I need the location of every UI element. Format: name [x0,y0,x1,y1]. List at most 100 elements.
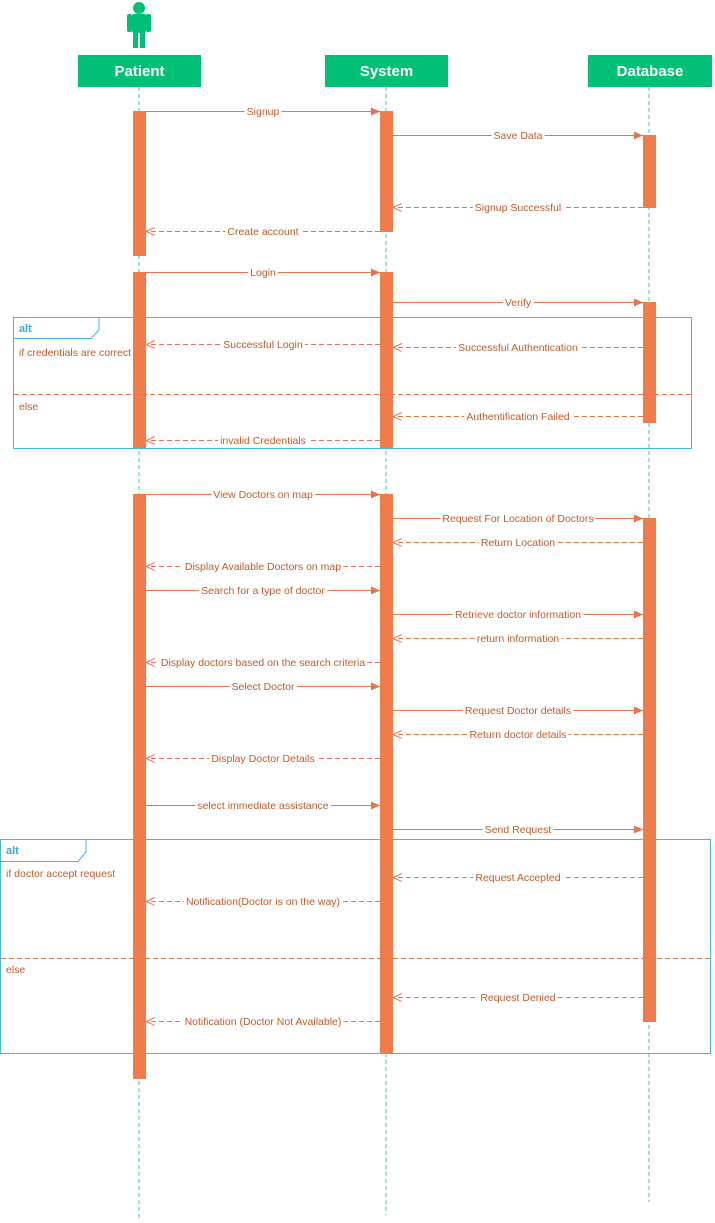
label-background [244,106,282,118]
label-background [211,489,315,501]
message-call: Verify [393,297,643,309]
message-reply: Authentification Failed [393,411,643,423]
message-label: Authentification Failed [466,411,569,423]
activation-bar [643,135,656,208]
activation-bar [643,518,656,1022]
message-call: Request For Location of Doctors [393,513,643,525]
message-label: Request Denied [480,992,555,1004]
label-background [209,753,317,765]
label-background [199,585,328,597]
participant-label: System [360,63,413,80]
label-background [182,561,344,573]
label-background [502,297,534,309]
message-label: Return Location [481,537,555,549]
message-call: Login [146,267,380,279]
message-reply: invalid Credentials [146,435,380,447]
label-background [462,705,574,717]
message-reply: Signup Successful [393,202,643,214]
label-background [467,729,569,741]
activation-bar [643,302,656,423]
label-background [182,1016,344,1028]
participant-system: System [325,55,448,87]
message-reply: Successful Authentication [393,342,643,354]
message-call: Request Doctor details [393,705,643,717]
participant-label: Patient [114,63,164,80]
message-reply: Display doctors based on the search crit… [146,657,380,669]
label-background [473,872,563,884]
message-label: Display Available Doctors on map [185,561,341,573]
message-label: Create account [227,226,298,238]
activation-bar [133,272,146,449]
message-label: Successful Login [223,339,303,351]
message-label: return information [477,633,559,645]
message-label: Request For Location of Doctors [442,513,593,525]
message-call: Save Data [393,130,643,142]
message-call: View Doctors on map [146,489,380,501]
message-label: select immediate assistance [197,800,328,812]
message-label: Successful Authentication [458,342,578,354]
label-background [229,681,298,693]
label-background [218,435,308,447]
label-background [474,633,562,645]
message-label: Signup Successful [475,202,561,214]
message-label: Select Doctor [231,681,295,693]
message-call: Search for a type of doctor [146,585,380,597]
message-label: invalid Credentials [220,435,306,447]
message-call: select immediate assistance [146,800,380,812]
label-background [183,896,343,908]
fragment-guard: if doctor accept request [6,868,115,880]
activation-bar [380,272,393,448]
activation-bar [133,111,146,256]
activation-bar [133,494,146,1079]
message-label: Verify [505,297,532,309]
label-background [452,609,584,621]
activations [133,111,656,1079]
message-reply: return information [393,633,643,645]
message-label: Send Request [485,824,552,836]
label-background [195,800,331,812]
fragment-guard: if credentials are correct [19,347,131,359]
message-reply: Display Available Doctors on map [146,561,380,573]
message-label: Request Doctor details [465,705,571,717]
fragment-else: else [19,401,38,413]
participant-database: Database [588,55,712,87]
message-call: Signup [146,106,380,118]
label-background [478,537,558,549]
message-label: Retrieve doctor information [455,609,581,621]
message-reply: Create account [146,226,380,238]
message-label: Notification (Doctor Not Available) [185,1016,342,1028]
message-reply: Return doctor details [393,729,643,741]
alt-fragment-credentials: alt if credentials are correct else [13,317,692,449]
message-reply: Display Doctor Details [146,753,380,765]
message-reply: Successful Login [146,339,380,351]
message-label: View Doctors on map [213,489,313,501]
label-background [158,657,368,669]
message-label: Login [250,267,276,279]
label-background [482,824,554,836]
message-label: Display Doctor Details [211,753,314,765]
label-background [248,267,278,279]
message-label: Signup [247,106,280,118]
fragment-operator: alt [6,845,19,857]
message-call: Select Doctor [146,681,380,693]
message-reply: Notification (Doctor Not Available) [146,1016,380,1028]
message-reply: Return Location [393,537,643,549]
message-reply: Request Accepted [393,872,643,884]
label-background [491,130,545,142]
label-background [464,411,572,423]
message-call: Send Request [393,824,643,836]
message-label: Request Accepted [475,872,560,884]
participant-label: Database [617,63,684,80]
label-background [440,513,596,525]
message-label: Return doctor details [470,729,567,741]
message-reply: Notification(Doctor is on the way) [146,896,380,908]
message-reply: Request Denied [393,992,643,1004]
message-label: Search for a type of doctor [201,585,325,597]
fragment-operator: alt [19,323,32,335]
label-background [221,339,305,351]
message-call: Retrieve doctor information [393,609,643,621]
fragment-else: else [6,964,25,976]
activation-bar [380,494,393,1054]
label-background [472,202,564,214]
